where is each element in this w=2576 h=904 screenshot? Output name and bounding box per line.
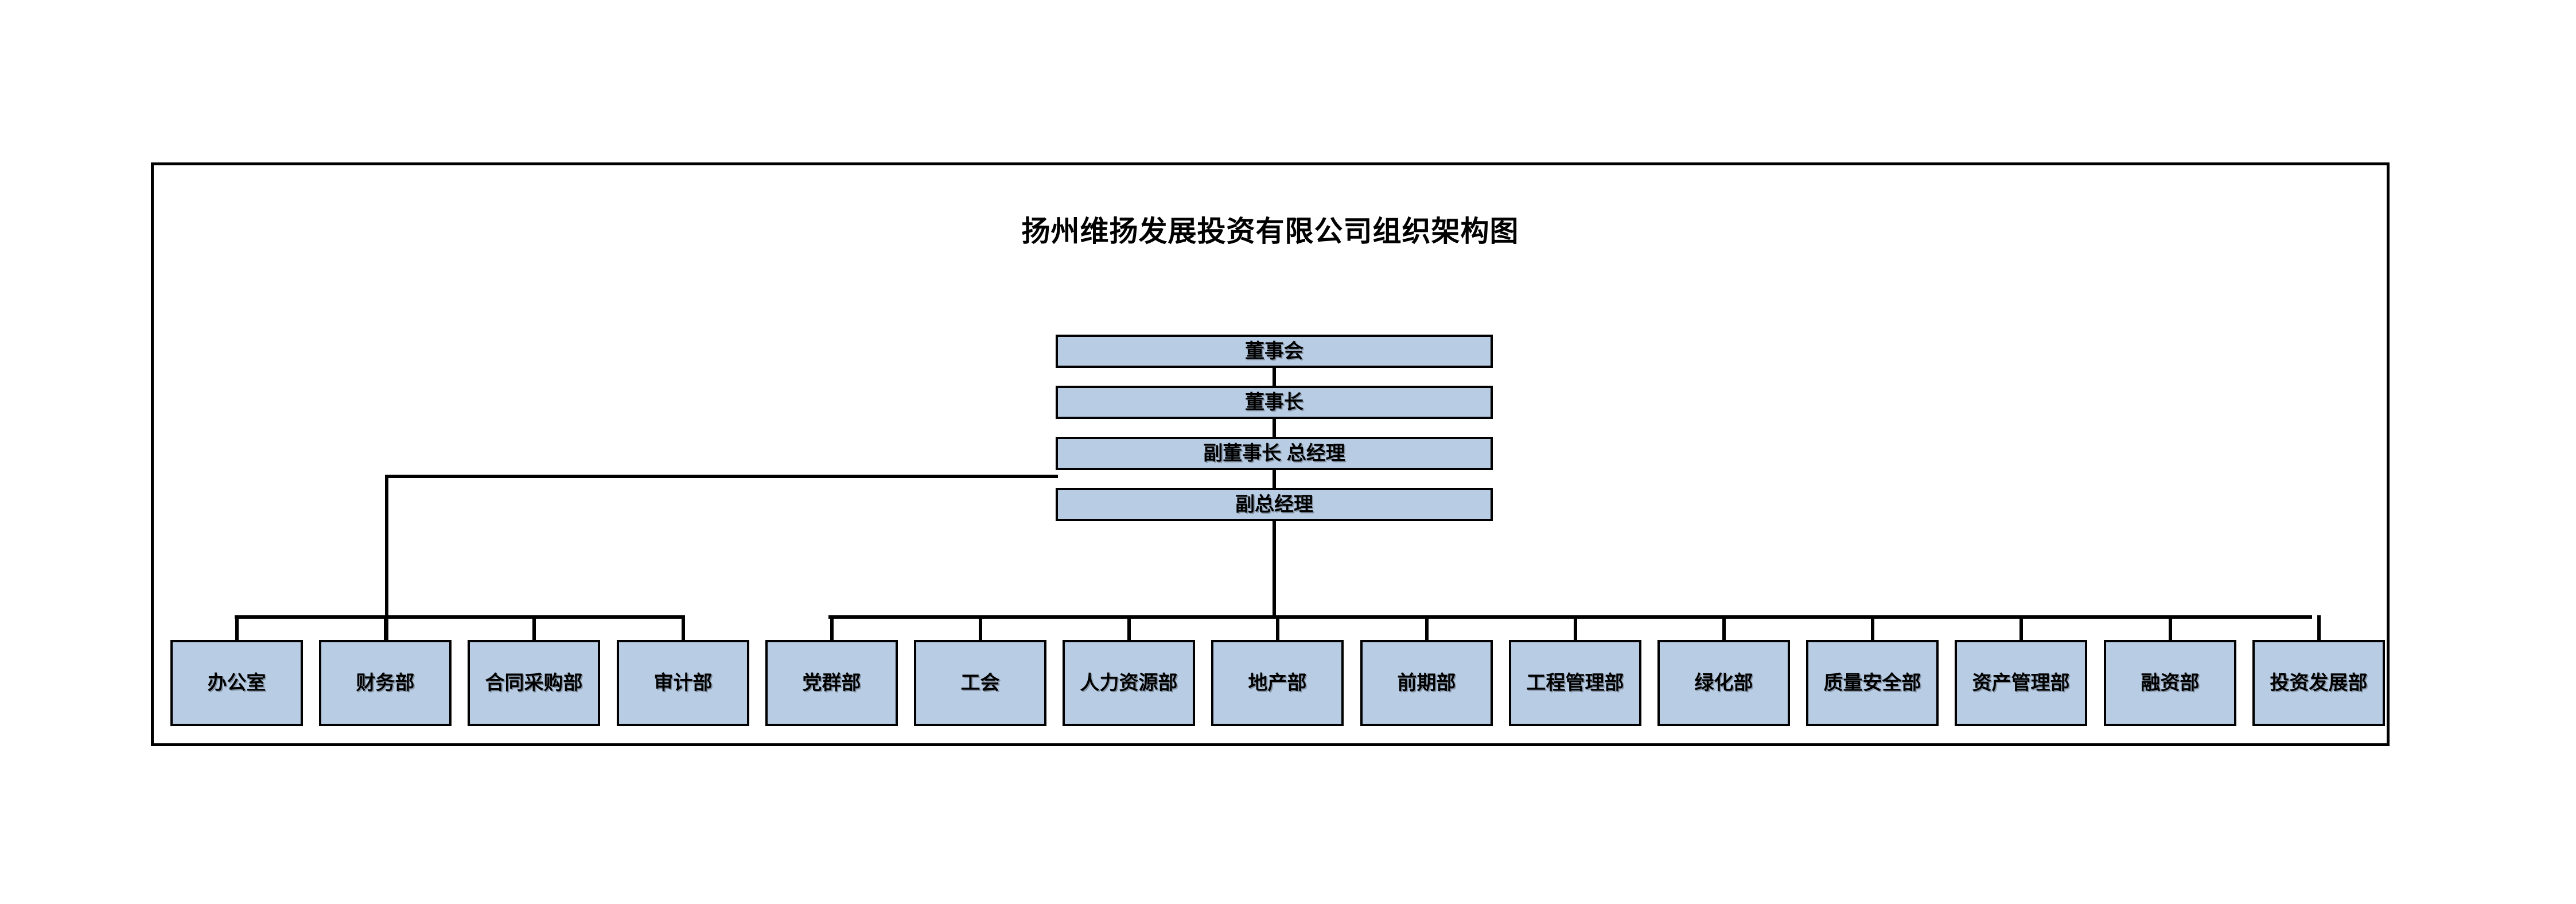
node-department-label: 财务部 — [356, 672, 415, 694]
node-department-label: 工程管理部 — [1526, 672, 1624, 694]
node-vice-chairman-general-manager[interactable]: 副董事长 总经理 — [1056, 437, 1493, 470]
riser-department-11 — [1722, 615, 1726, 640]
node-department-label: 人力资源部 — [1080, 672, 1178, 694]
node-department-label: 融资部 — [2141, 672, 2200, 694]
node-department-label: 党群部 — [802, 672, 861, 694]
riser-department-5 — [830, 615, 834, 640]
node-department-label: 投资发展部 — [2270, 672, 2368, 694]
node-department-label: 合同采购部 — [485, 672, 583, 694]
node-department-7[interactable]: 人力资源部 — [1063, 640, 1195, 726]
bus-admin-group — [235, 615, 683, 619]
bus-operations-group — [828, 615, 2312, 619]
riser-department-12 — [1871, 615, 1874, 640]
riser-department-10 — [1574, 615, 1577, 640]
connector-vice-chairman-left-stub — [385, 475, 1058, 478]
node-department-9[interactable]: 前期部 — [1360, 640, 1493, 726]
node-department-label: 工会 — [960, 672, 1000, 694]
node-chairman-label: 董事长 — [1245, 391, 1303, 413]
riser-department-8 — [1276, 615, 1279, 640]
node-department-label: 绿化部 — [1694, 672, 1753, 694]
node-department-10[interactable]: 工程管理部 — [1509, 640, 1641, 726]
node-department-13[interactable]: 资产管理部 — [1955, 640, 2087, 726]
node-department-label: 办公室 — [207, 672, 266, 694]
node-department-5[interactable]: 党群部 — [765, 640, 898, 726]
node-department-14[interactable]: 融资部 — [2104, 640, 2236, 726]
riser-department-2 — [384, 615, 387, 640]
node-department-11[interactable]: 绿化部 — [1657, 640, 1790, 726]
node-board[interactable]: 董事会 — [1056, 335, 1493, 368]
riser-department-3 — [532, 615, 536, 640]
connector-deputy-gm-drop — [1273, 521, 1276, 617]
riser-department-13 — [2019, 615, 2023, 640]
node-chairman[interactable]: 董事长 — [1056, 386, 1493, 419]
node-department-label: 审计部 — [653, 672, 713, 694]
page-title: 扬州维扬发展投资有限公司组织架构图 — [1021, 215, 1519, 247]
node-department-6[interactable]: 工会 — [914, 640, 1046, 726]
riser-department-6 — [979, 615, 982, 640]
connector-board-to-chairman — [1273, 368, 1276, 386]
riser-department-14 — [2169, 615, 2172, 640]
connector-vice-chairman-left-drop — [385, 475, 388, 640]
node-department-3[interactable]: 合同采购部 — [468, 640, 600, 726]
riser-department-1 — [235, 615, 239, 640]
connector-vice-chairman-to-deputy-gm — [1273, 470, 1276, 488]
riser-department-4 — [682, 615, 685, 640]
node-department-15[interactable]: 投资发展部 — [2252, 640, 2385, 726]
node-department-label: 质量安全部 — [1823, 672, 1921, 694]
node-board-label: 董事会 — [1245, 340, 1303, 362]
connector-chairman-to-vice-chairman — [1273, 419, 1276, 437]
node-department-label: 地产部 — [1248, 672, 1307, 694]
riser-department-7 — [1127, 615, 1131, 640]
node-department-4[interactable]: 审计部 — [617, 640, 749, 726]
riser-department-15 — [2317, 615, 2321, 640]
node-deputy-general-manager-label: 副总经理 — [1235, 494, 1313, 515]
node-department-2[interactable]: 财务部 — [319, 640, 452, 726]
riser-department-9 — [1425, 615, 1429, 640]
node-department-12[interactable]: 质量安全部 — [1806, 640, 1939, 726]
node-department-label: 资产管理部 — [1972, 672, 2070, 694]
node-department-8[interactable]: 地产部 — [1211, 640, 1344, 726]
node-department-1[interactable]: 办公室 — [170, 640, 303, 726]
node-department-label: 前期部 — [1397, 672, 1456, 694]
node-deputy-general-manager[interactable]: 副总经理 — [1056, 488, 1493, 521]
node-vice-chairman-general-manager-label: 副董事长 总经理 — [1203, 443, 1345, 464]
